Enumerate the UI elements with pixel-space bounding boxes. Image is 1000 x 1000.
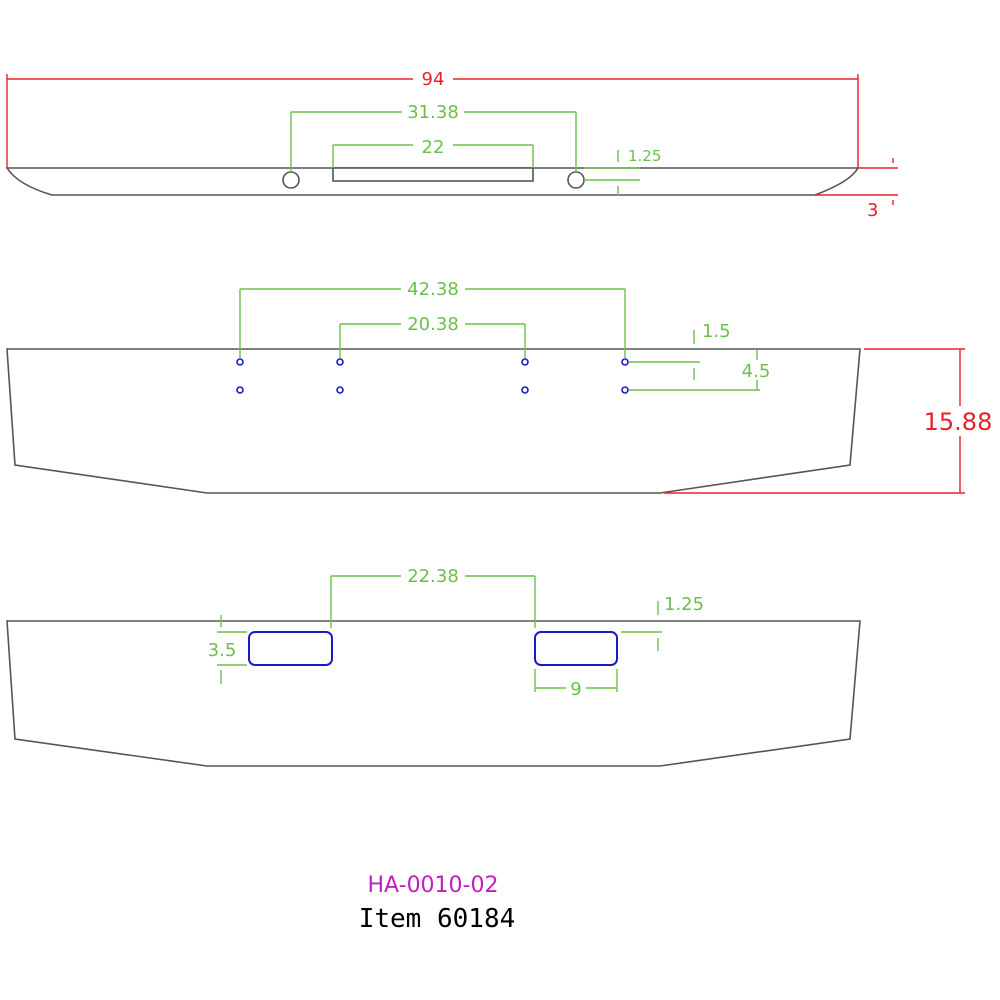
hole xyxy=(521,386,529,394)
dim-hole-top-offset-label: 1.5 xyxy=(702,321,731,342)
dim-slot-height: 3.5 xyxy=(208,615,247,684)
dim-slot-top-offset: 1.25 xyxy=(621,594,704,651)
top-view-slot xyxy=(332,167,534,182)
hole xyxy=(336,386,344,394)
dim-overall-length: 94 xyxy=(6,68,859,168)
dim-end-thickness: 3 xyxy=(815,158,898,221)
hole xyxy=(521,358,529,366)
dim-hole-row-spacing: 4.5 xyxy=(629,350,774,391)
dim-end-thickness-label: 3 xyxy=(867,200,878,221)
dim-hole-top-offset: 1.5 xyxy=(629,321,731,380)
title-block: HA-0010-02 Item 60184 xyxy=(359,873,516,934)
dim-hole-spacing: 31.38 xyxy=(290,101,577,172)
item-number: Item 60184 xyxy=(359,904,516,934)
dim-bottom-slot-width-label: 9 xyxy=(570,679,581,700)
bottom-view-outline xyxy=(6,620,861,767)
dim-hole-offset-label: 1.25 xyxy=(628,147,661,165)
dim-slot-height-label: 3.5 xyxy=(208,640,237,661)
dim-slot-width-label: 22 xyxy=(422,137,445,158)
top-view: 94 31.38 22 1.25 xyxy=(5,68,898,221)
bottom-view: 22.38 1.25 3.5 9 xyxy=(6,565,861,767)
dim-hole-offset: 1.25 xyxy=(584,147,661,196)
hole xyxy=(236,358,244,366)
dim-height-label: 15.88 xyxy=(924,408,993,436)
top-view-hole-left xyxy=(282,171,300,189)
dim-bottom-slot-width: 9 xyxy=(534,669,618,700)
front-view-outline xyxy=(6,348,861,494)
hole xyxy=(236,386,244,394)
dim-outer-hole-spacing: 42.38 xyxy=(239,278,626,358)
dim-inner-hole-spacing-label: 20.38 xyxy=(407,314,459,335)
front-view-holes xyxy=(236,358,629,394)
bottom-view-slot-left xyxy=(248,631,333,666)
dim-height: 15.88 xyxy=(664,348,996,494)
dim-inner-hole-spacing: 20.38 xyxy=(339,313,526,358)
dim-slot-top-offset-label: 1.25 xyxy=(664,594,704,615)
part-number: HA-0010-02 xyxy=(368,873,499,898)
dim-hole-spacing-label: 31.38 xyxy=(407,102,459,123)
hole xyxy=(336,358,344,366)
dim-slot-spacing: 22.38 xyxy=(330,565,536,628)
dim-hole-row-spacing-label: 4.5 xyxy=(742,361,771,382)
hole xyxy=(621,358,629,366)
bottom-view-slot-right xyxy=(534,631,618,666)
top-view-hole-right xyxy=(567,171,585,189)
hole xyxy=(621,386,629,394)
dim-outer-hole-spacing-label: 42.38 xyxy=(407,279,459,300)
dim-overall-length-label: 94 xyxy=(422,69,445,90)
front-view: 42.38 20.38 1.5 4.5 xyxy=(6,278,996,494)
dim-slot-width: 22 xyxy=(332,135,534,168)
dim-slot-spacing-label: 22.38 xyxy=(407,566,459,587)
